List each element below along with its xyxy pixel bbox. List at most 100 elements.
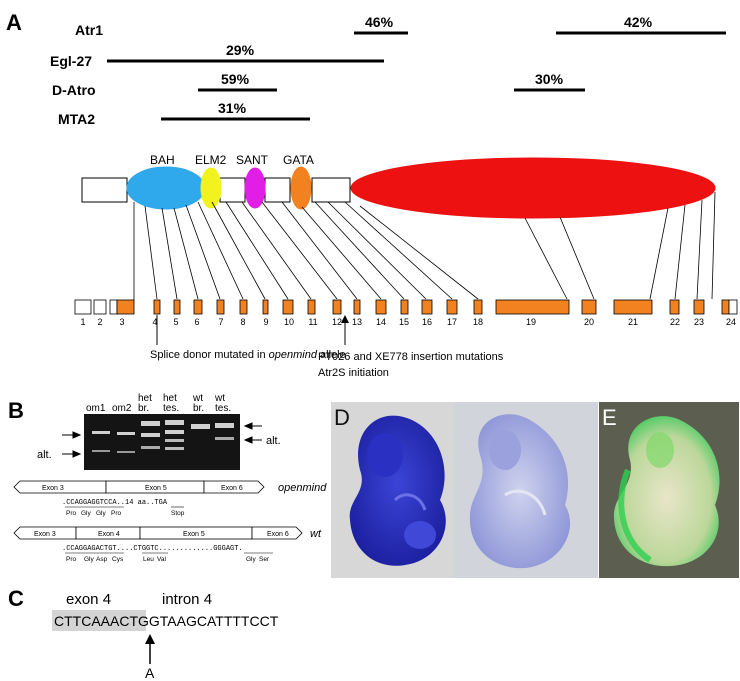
gel-arrows	[62, 422, 262, 458]
wt-sequence: .CCAGGAGACTGT....CTGGTC.............GGGA…	[62, 545, 243, 553]
amino-acid: Stop	[171, 510, 185, 517]
exon-number: 4	[152, 317, 157, 327]
exon-number: 19	[526, 317, 536, 327]
protein-atr1-label: Atr1	[75, 22, 103, 38]
gfp-embryo-image	[613, 416, 720, 567]
exon	[581, 299, 597, 315]
gel-band	[165, 439, 184, 442]
exon-number: 13	[352, 317, 362, 327]
exon-label: Exon 3	[34, 531, 56, 538]
exon	[446, 299, 458, 315]
exon-number: 23	[694, 317, 704, 327]
c-terminal-domain	[350, 157, 716, 219]
identity-value: 29%	[226, 42, 255, 58]
gel-band	[165, 447, 184, 450]
exon-number: 9	[263, 317, 268, 327]
domain-gata-label: GATA	[283, 153, 314, 167]
exon-number: 20	[584, 317, 594, 327]
exon-label: Exon 4	[98, 531, 120, 538]
gel-band	[165, 430, 184, 434]
domain-elm2-label: ELM2	[195, 153, 227, 167]
panel-b-letter: B	[8, 398, 24, 423]
exon-number: 11	[308, 317, 317, 327]
exon-number: 24	[726, 317, 736, 327]
exon	[93, 299, 107, 315]
openmind-sequence: .CCAGGAGGTCCA..14 aa..TGA	[62, 499, 168, 507]
exon	[728, 299, 738, 315]
exon	[173, 299, 181, 315]
exon	[375, 299, 387, 315]
gel-band	[92, 450, 110, 452]
mutation-arrowhead	[145, 634, 155, 644]
gel-band	[117, 451, 135, 453]
exon-number: 7	[218, 317, 223, 327]
linker-box	[264, 177, 291, 203]
amino-acid: Val	[157, 556, 166, 563]
exon-number: 5	[173, 317, 178, 327]
exon-label: Exon 3	[42, 485, 64, 492]
identity-value: 59%	[221, 71, 250, 87]
exon-number: 18	[473, 317, 483, 327]
wt-transcript: Exon 3 Exon 4 Exon 5 Exon 6 wt .CCAGGAGA…	[13, 526, 322, 563]
protein-schematic	[81, 157, 716, 219]
gel-band	[141, 421, 160, 426]
exon	[669, 299, 680, 315]
exon	[473, 299, 483, 315]
identity-value: 46%	[365, 14, 394, 30]
gel-band	[191, 424, 210, 429]
splice-sequence: CTTCAAACTGGTAAGCATTTTCCT	[54, 613, 279, 629]
gel-band	[141, 433, 160, 437]
exon-number: 22	[670, 317, 680, 327]
openmind-label: openmind	[278, 482, 327, 494]
exon-number: 12	[332, 317, 342, 327]
exon-number: 3	[119, 317, 124, 327]
mutation-base: A	[145, 665, 155, 681]
exon-number: 2	[97, 317, 102, 327]
insertion-arrowhead	[341, 315, 349, 323]
identity-value: 30%	[535, 71, 564, 87]
amino-acid: Pro	[66, 556, 77, 563]
panel-d-letter: D	[334, 405, 350, 430]
amino-acid: Asp	[96, 556, 108, 563]
exon-number: 21	[628, 317, 638, 327]
amino-acid: Pro	[111, 510, 122, 517]
amino-acid: Gly	[84, 556, 95, 563]
exon	[353, 299, 361, 315]
lane-label: om2	[112, 403, 132, 414]
identity-value: 31%	[218, 100, 247, 116]
exon	[307, 299, 316, 315]
exon-label: Exon 6	[221, 485, 243, 492]
bah-domain	[126, 166, 206, 210]
exon-number: 16	[422, 317, 432, 327]
gel-band	[215, 423, 234, 428]
amino-acid: Gly	[81, 510, 92, 517]
exon-number: 15	[399, 317, 409, 327]
protein-mta2-label: MTA2	[58, 111, 95, 127]
exon-arrow	[203, 480, 265, 494]
gel-band	[117, 432, 135, 435]
exon	[421, 299, 433, 315]
amino-acid: Cys	[112, 556, 124, 563]
gel-bands	[92, 420, 234, 453]
identity-bars	[107, 31, 726, 121]
amino-acid: Pro	[66, 510, 77, 517]
exon	[495, 299, 570, 315]
gel-band	[92, 431, 110, 434]
gel-band	[141, 446, 160, 449]
exon-number: 14	[376, 317, 386, 327]
intron4-label: intron 4	[162, 591, 212, 608]
control-embryo-image	[469, 414, 571, 569]
wt-label: wt	[310, 528, 322, 540]
amino-acid: Ser	[259, 556, 270, 563]
exon-number: 10	[284, 317, 294, 327]
exon-row	[74, 299, 738, 315]
amino-acid: Gly	[96, 510, 107, 517]
panel-a-letter: A	[6, 10, 22, 35]
linker-box	[81, 177, 128, 203]
